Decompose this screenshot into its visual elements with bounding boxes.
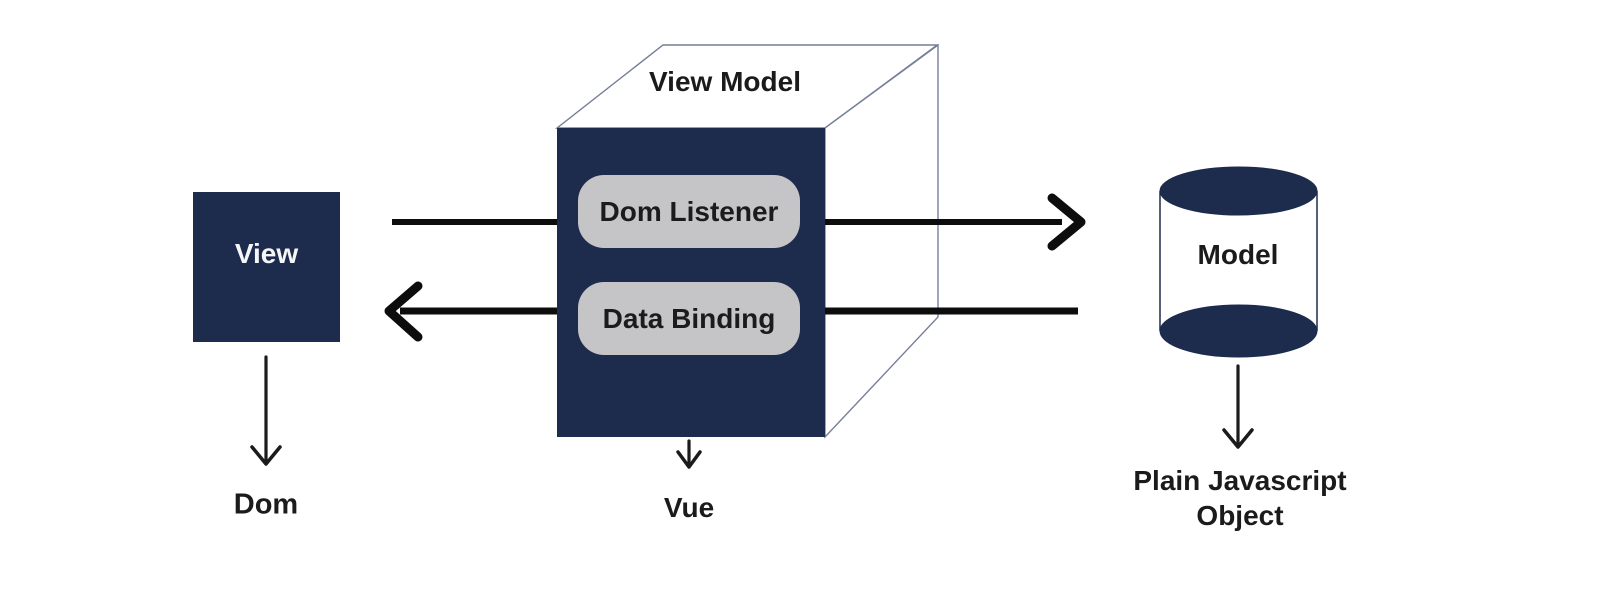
view-model-right-face bbox=[824, 43, 939, 439]
view-node: View bbox=[193, 192, 340, 342]
dom-listener-box: Dom Listener bbox=[578, 175, 800, 248]
view-node-label: View bbox=[234, 238, 299, 269]
arrow-right-head-icon bbox=[1047, 193, 1086, 251]
arrow-down-head-icon bbox=[250, 445, 282, 466]
arrow-view-to-dom bbox=[250, 355, 282, 466]
plain-javascript-object-line2: Object bbox=[1196, 500, 1284, 531]
model-cylinder-bottom-cap bbox=[1159, 304, 1318, 358]
arrow-left-head-icon bbox=[384, 281, 423, 342]
plain-javascript-object-caption: Plain Javascript Object bbox=[1060, 463, 1420, 533]
arrow-viewmodel-to-vue bbox=[676, 439, 702, 469]
data-binding-box: Data Binding bbox=[578, 282, 800, 355]
data-binding-label: Data Binding bbox=[602, 302, 776, 334]
model-cylinder bbox=[1159, 166, 1318, 358]
dom-listener-label: Dom Listener bbox=[599, 195, 779, 227]
model-label: Model bbox=[1197, 239, 1279, 270]
dom-caption: Dom bbox=[233, 488, 299, 521]
arrow-down-head-icon bbox=[1222, 428, 1254, 449]
arrow-model-to-object bbox=[1222, 364, 1254, 449]
view-model-node: Dom Listener Data Binding bbox=[557, 128, 825, 437]
plain-javascript-object-line1: Plain Javascript bbox=[1133, 465, 1347, 496]
model-cylinder-top-cap bbox=[1159, 166, 1318, 216]
view-model-title: View Model bbox=[649, 66, 801, 97]
arrow-down-head-icon bbox=[676, 450, 702, 469]
vue-caption: Vue bbox=[663, 492, 715, 523]
